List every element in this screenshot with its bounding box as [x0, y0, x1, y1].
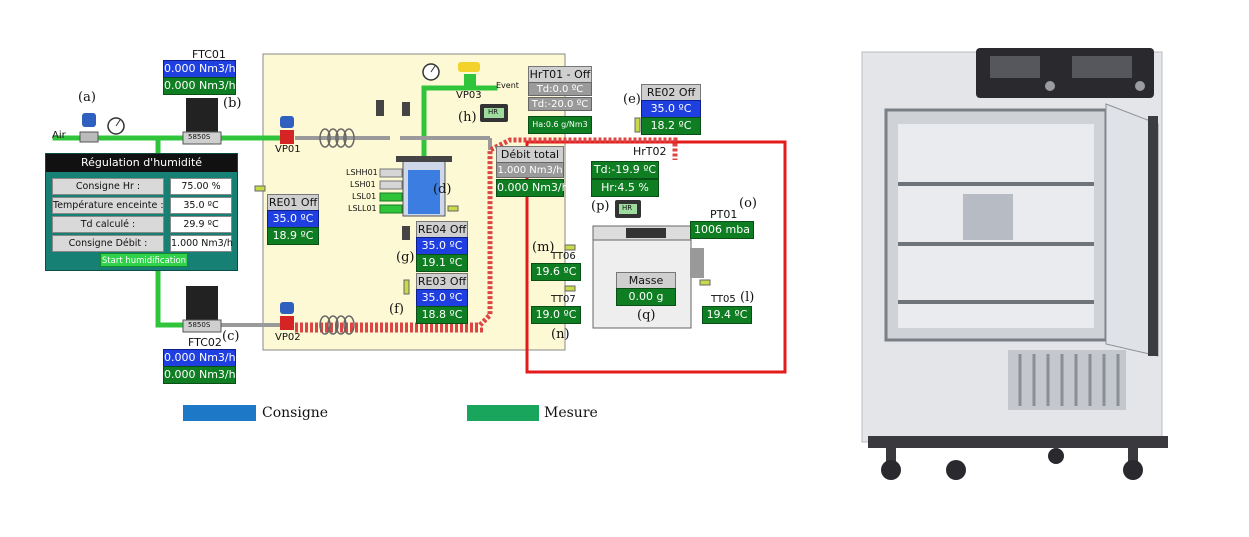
- level-lshh01: LSHH01: [346, 168, 378, 177]
- re02-consigne: 35.0 ºC: [641, 100, 701, 118]
- re04-consigne: 35.0 ºC: [416, 237, 468, 255]
- re01-mesure: 18.9 ºC: [267, 227, 319, 245]
- debit-mesure: 0.000 Nm3/h: [496, 179, 569, 197]
- air-regulator: [82, 113, 96, 127]
- ftc01-body: [186, 98, 218, 138]
- label-b: (b): [223, 96, 242, 111]
- label-d: (d): [433, 182, 452, 197]
- regulation-panel: Régulation d'humidité Consigne Hr : 75.0…: [45, 153, 238, 271]
- start-humidification-button[interactable]: Start humidification: [100, 253, 188, 267]
- level-lsl01: LSL01: [352, 192, 377, 201]
- vp03-valve: [458, 62, 480, 72]
- ftc02-device: 5850S: [188, 321, 211, 329]
- re03-mesure: 18.8 ºC: [416, 306, 468, 324]
- hrt01-ha: Ha:0.6 g/Nm3: [528, 116, 592, 134]
- legend-consigne-label: Consigne: [262, 405, 329, 421]
- coil-top: [319, 128, 355, 148]
- air-label: Air: [52, 130, 66, 141]
- re01-title: RE01 Off: [267, 194, 319, 211]
- process-diagram: (a) (b) (c) (d) (e) (f) (g) (h) (l) (m) …: [40, 40, 800, 400]
- label-q: (q): [637, 308, 656, 323]
- hrt01-td: Td:0.0 ºC: [528, 82, 592, 96]
- label-l: (l): [740, 290, 755, 305]
- tt06-title: TT06: [551, 251, 576, 262]
- re03-consigne: 35.0 ºC: [416, 289, 468, 307]
- ftc01-title: FTC01: [192, 48, 226, 61]
- ftc02-consigne: 0.000 Nm3/h: [163, 349, 236, 367]
- label-n: (n): [551, 327, 570, 342]
- ftc02-body: [186, 286, 218, 326]
- ftc01-device: 5850S: [188, 133, 211, 141]
- label-m: (m): [532, 240, 555, 255]
- event-label: Event: [496, 81, 519, 90]
- re02-title: RE02 Off: [641, 84, 701, 101]
- regulation-title: Régulation d'humidité: [46, 154, 237, 172]
- reg-value-td[interactable]: 29.9 ºC: [170, 216, 232, 233]
- ftc01-consigne: 0.000 Nm3/h: [163, 60, 236, 78]
- hrt02-td: Td:-19.9 ºC: [591, 161, 659, 179]
- re03-title: RE03 Off: [416, 273, 468, 290]
- climatic-chamber-photo: [861, 48, 1168, 480]
- debit-consigne: 1.000 Nm3/h: [496, 162, 564, 178]
- hrt01-td2: Td:-20.0 ºC: [528, 97, 592, 111]
- ftc02-mesure: 0.000 Nm3/h: [163, 366, 236, 384]
- vp01-label: VP01: [275, 144, 301, 155]
- tt05-value: 19.4 ºC: [702, 306, 752, 324]
- legend-mesure-swatch: [467, 405, 539, 421]
- pipe-network: [52, 53, 787, 374]
- re02-mesure: 18.2 ºC: [641, 117, 701, 135]
- re04-mesure: 19.1 ºC: [416, 254, 468, 272]
- reg-label-debit: Consigne Débit :: [52, 235, 164, 252]
- vp01-valve: [280, 116, 294, 128]
- label-p: (p): [591, 199, 610, 214]
- hrt01-title: HrT01 - Off: [528, 66, 592, 83]
- tt07-value: 19.0 ºC: [531, 306, 581, 324]
- reg-value-debit[interactable]: 1.000 Nm3/h: [170, 235, 233, 252]
- label-o: (o): [739, 196, 757, 211]
- legend-mesure-label: Mesure: [544, 405, 598, 421]
- tt06-value: 19.6 ºC: [531, 263, 581, 281]
- debit-title: Débit total: [496, 146, 564, 163]
- hrt02-title: HrT02: [633, 145, 667, 158]
- hrt02-hr: Hr:4.5 %: [591, 179, 659, 197]
- label-f: (f): [389, 302, 404, 317]
- level-lsh01: LSH01: [350, 180, 376, 189]
- tt07-title: TT07: [551, 294, 576, 305]
- re01-consigne: 35.0 ºC: [267, 210, 319, 228]
- ftc01-mesure: 0.000 Nm3/h: [163, 77, 236, 95]
- pt01-title: PT01: [710, 208, 738, 221]
- vp02-valve: [280, 302, 294, 314]
- label-h: (h): [458, 110, 477, 125]
- reg-label-td: Td calculé :: [52, 216, 164, 233]
- label-a: (a): [78, 90, 96, 105]
- reg-label-temperature: Température enceinte :: [52, 197, 164, 214]
- masse-value: 0.00 g: [616, 288, 676, 306]
- vp02-label: VP02: [275, 332, 301, 343]
- reg-value-temperature[interactable]: 35.0 ºC: [170, 197, 232, 214]
- level-lsll01: LSLL01: [348, 204, 377, 213]
- re04-title: RE04 Off: [416, 221, 468, 238]
- legend-consigne-swatch: [183, 405, 256, 421]
- tt05-title: TT05: [711, 294, 736, 305]
- coil-bottom: [319, 315, 355, 335]
- reg-value-consigne-hr[interactable]: 75.00 %: [170, 178, 232, 195]
- label-e: (e): [623, 92, 641, 107]
- hr-display-2-text: HR: [622, 204, 633, 212]
- hr-display-1-text: HR: [488, 108, 499, 116]
- ftc02-title: FTC02: [188, 336, 222, 349]
- label-g: (g): [396, 250, 415, 265]
- reg-label-consigne-hr: Consigne Hr :: [52, 178, 164, 195]
- masse-title: Masse: [616, 272, 676, 289]
- label-c: (c): [222, 329, 240, 344]
- pt01-value: 1006 mba: [690, 221, 754, 239]
- vp03-label: VP03: [456, 90, 482, 101]
